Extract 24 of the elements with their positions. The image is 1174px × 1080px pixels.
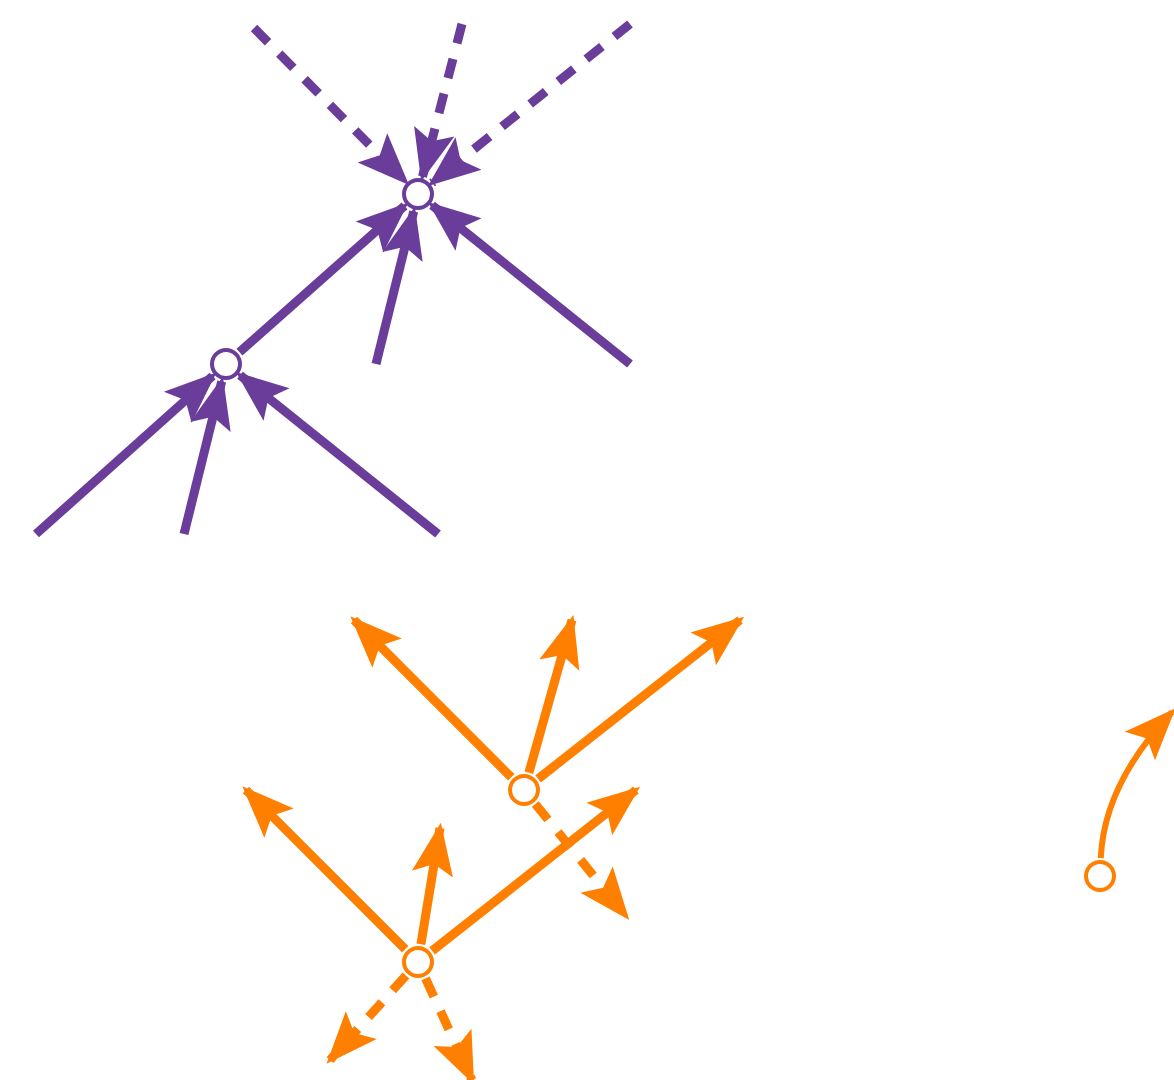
arrow (371, 206, 423, 366)
arrow (428, 201, 633, 368)
circle-node (1084, 860, 1116, 892)
arrow (236, 202, 409, 356)
arrow (350, 616, 515, 781)
dashed-arrow (250, 24, 409, 185)
circle-node (402, 946, 434, 978)
circle-node (210, 348, 242, 380)
arrow (535, 616, 745, 783)
arrow (1097, 708, 1174, 859)
arrow (33, 372, 217, 538)
circle-node (508, 774, 540, 806)
dashed-arrow (414, 22, 467, 182)
dashed-arrow (421, 976, 477, 1080)
arrow (411, 822, 453, 945)
arrow (242, 786, 409, 953)
arrow (429, 786, 641, 955)
dashed-arrow (428, 20, 633, 187)
dashed-arrow (531, 801, 630, 921)
arrow (179, 376, 231, 536)
circle-node (402, 178, 434, 210)
arrow (524, 615, 580, 774)
arrow (236, 371, 441, 538)
dashed-arrow (326, 972, 410, 1064)
